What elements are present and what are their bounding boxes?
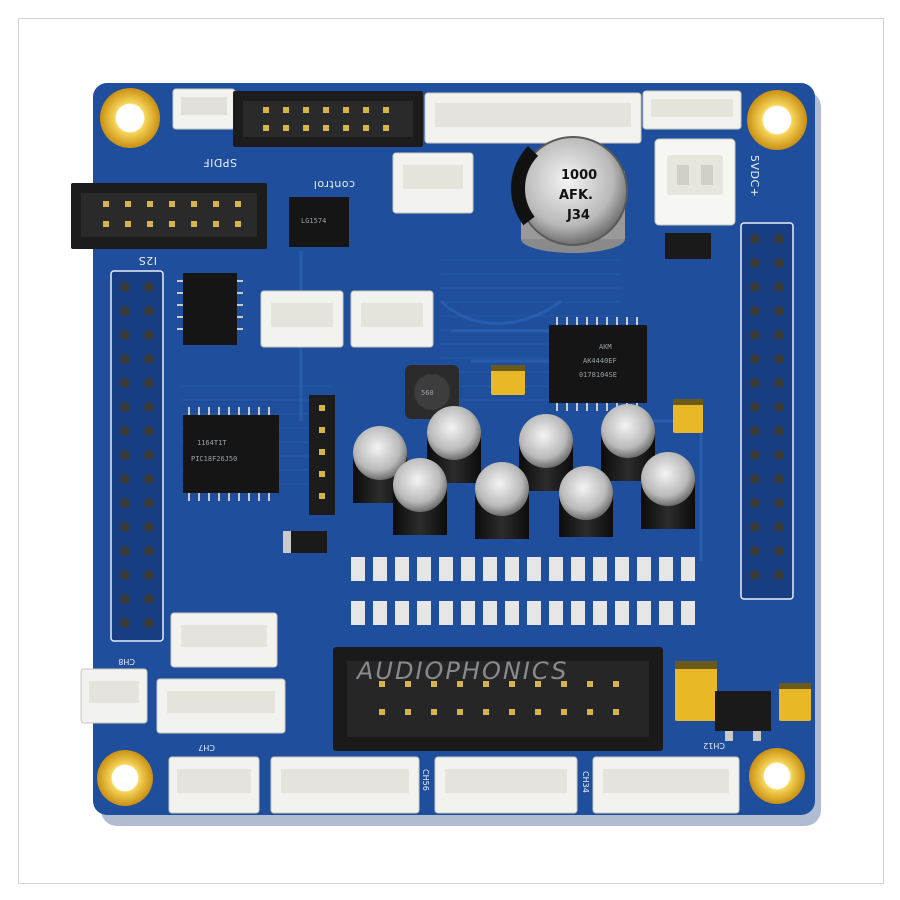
resistor-array xyxy=(351,557,695,625)
mounting-hole-tl xyxy=(100,88,160,148)
label-ch56: CH56 xyxy=(421,769,430,791)
cap-marking-3: J34 xyxy=(566,208,590,223)
label-5vdc: 5VDC+ xyxy=(748,155,761,197)
mcu-code: 1164T1T xyxy=(197,439,227,447)
regulator-top xyxy=(665,233,711,259)
connector-ch12 xyxy=(592,756,740,814)
left-pin-header xyxy=(110,270,164,642)
watermark: AUDIOPHONICS xyxy=(355,657,568,685)
label-spdif: SPDIF xyxy=(203,156,237,169)
program-header xyxy=(309,395,335,515)
i2s-buffer-ic xyxy=(177,273,243,345)
connector-ch34 xyxy=(434,756,578,814)
filter-capacitors xyxy=(353,404,695,539)
top-connector-8pin xyxy=(424,92,642,144)
connector-ch56 xyxy=(270,756,420,814)
cap-marking-2: AFK. xyxy=(559,188,593,203)
label-control: control xyxy=(313,178,355,191)
dac-brand: AKM xyxy=(599,343,612,351)
control-ic: LG1574 xyxy=(289,197,349,247)
circuit-board-photo: 1000 AFK. J34 xyxy=(71,83,821,826)
capacitor-7 xyxy=(559,466,613,537)
output-header xyxy=(333,647,663,751)
connector-ch7-top xyxy=(156,678,286,734)
connector-3pin-mid xyxy=(392,152,474,214)
mounting-hole-tr xyxy=(747,90,807,150)
label-ch7: CH7 xyxy=(198,743,215,752)
svg-text:LG1574: LG1574 xyxy=(301,217,326,225)
connector-ch7 xyxy=(168,756,260,814)
dac-code: 0178104SE xyxy=(579,371,617,379)
dac-part: AK4440EF xyxy=(583,357,617,365)
mounting-hole-br xyxy=(749,748,805,804)
connector-mid-left xyxy=(260,290,344,348)
label-i2s: I2S xyxy=(138,254,157,267)
capacitor-5 xyxy=(393,458,447,535)
mounting-hole-bl xyxy=(97,750,153,806)
connector-ch8 xyxy=(80,668,148,724)
resistor-row-2 xyxy=(351,601,695,625)
control-header xyxy=(233,91,423,147)
capacitor-6 xyxy=(475,462,529,539)
connector-ch8-top xyxy=(170,612,278,668)
connector-mid-right xyxy=(350,290,434,348)
inductor-marking: 560 xyxy=(421,389,434,397)
resistor-row-1 xyxy=(351,557,695,581)
capacitor-8 xyxy=(641,452,695,529)
spdif-connector xyxy=(172,88,236,130)
label-ch34: CH34 xyxy=(581,771,590,793)
label-ch12: CH12 xyxy=(703,741,725,750)
top-connector-4pin xyxy=(642,90,742,130)
tantalum-capacitors xyxy=(491,365,811,721)
photo-frame: 1000 AFK. J34 xyxy=(18,18,884,884)
bulk-capacitor: 1000 AFK. J34 xyxy=(511,136,628,253)
cap-marking-1: 1000 xyxy=(561,168,597,183)
dac-chip: AKM AK4440EF 0178104SE xyxy=(549,317,647,411)
power-connector xyxy=(654,138,736,226)
diode xyxy=(283,531,327,553)
power-inductor: 560 xyxy=(405,365,459,419)
regulator-bottom xyxy=(715,691,771,741)
right-pin-header xyxy=(740,222,794,600)
i2s-header xyxy=(71,183,267,249)
label-ch8: CH8 xyxy=(118,657,135,666)
microcontroller-chip: 1164T1T PIC18F26J50 xyxy=(183,407,279,501)
mcu-part: PIC18F26J50 xyxy=(191,455,237,463)
